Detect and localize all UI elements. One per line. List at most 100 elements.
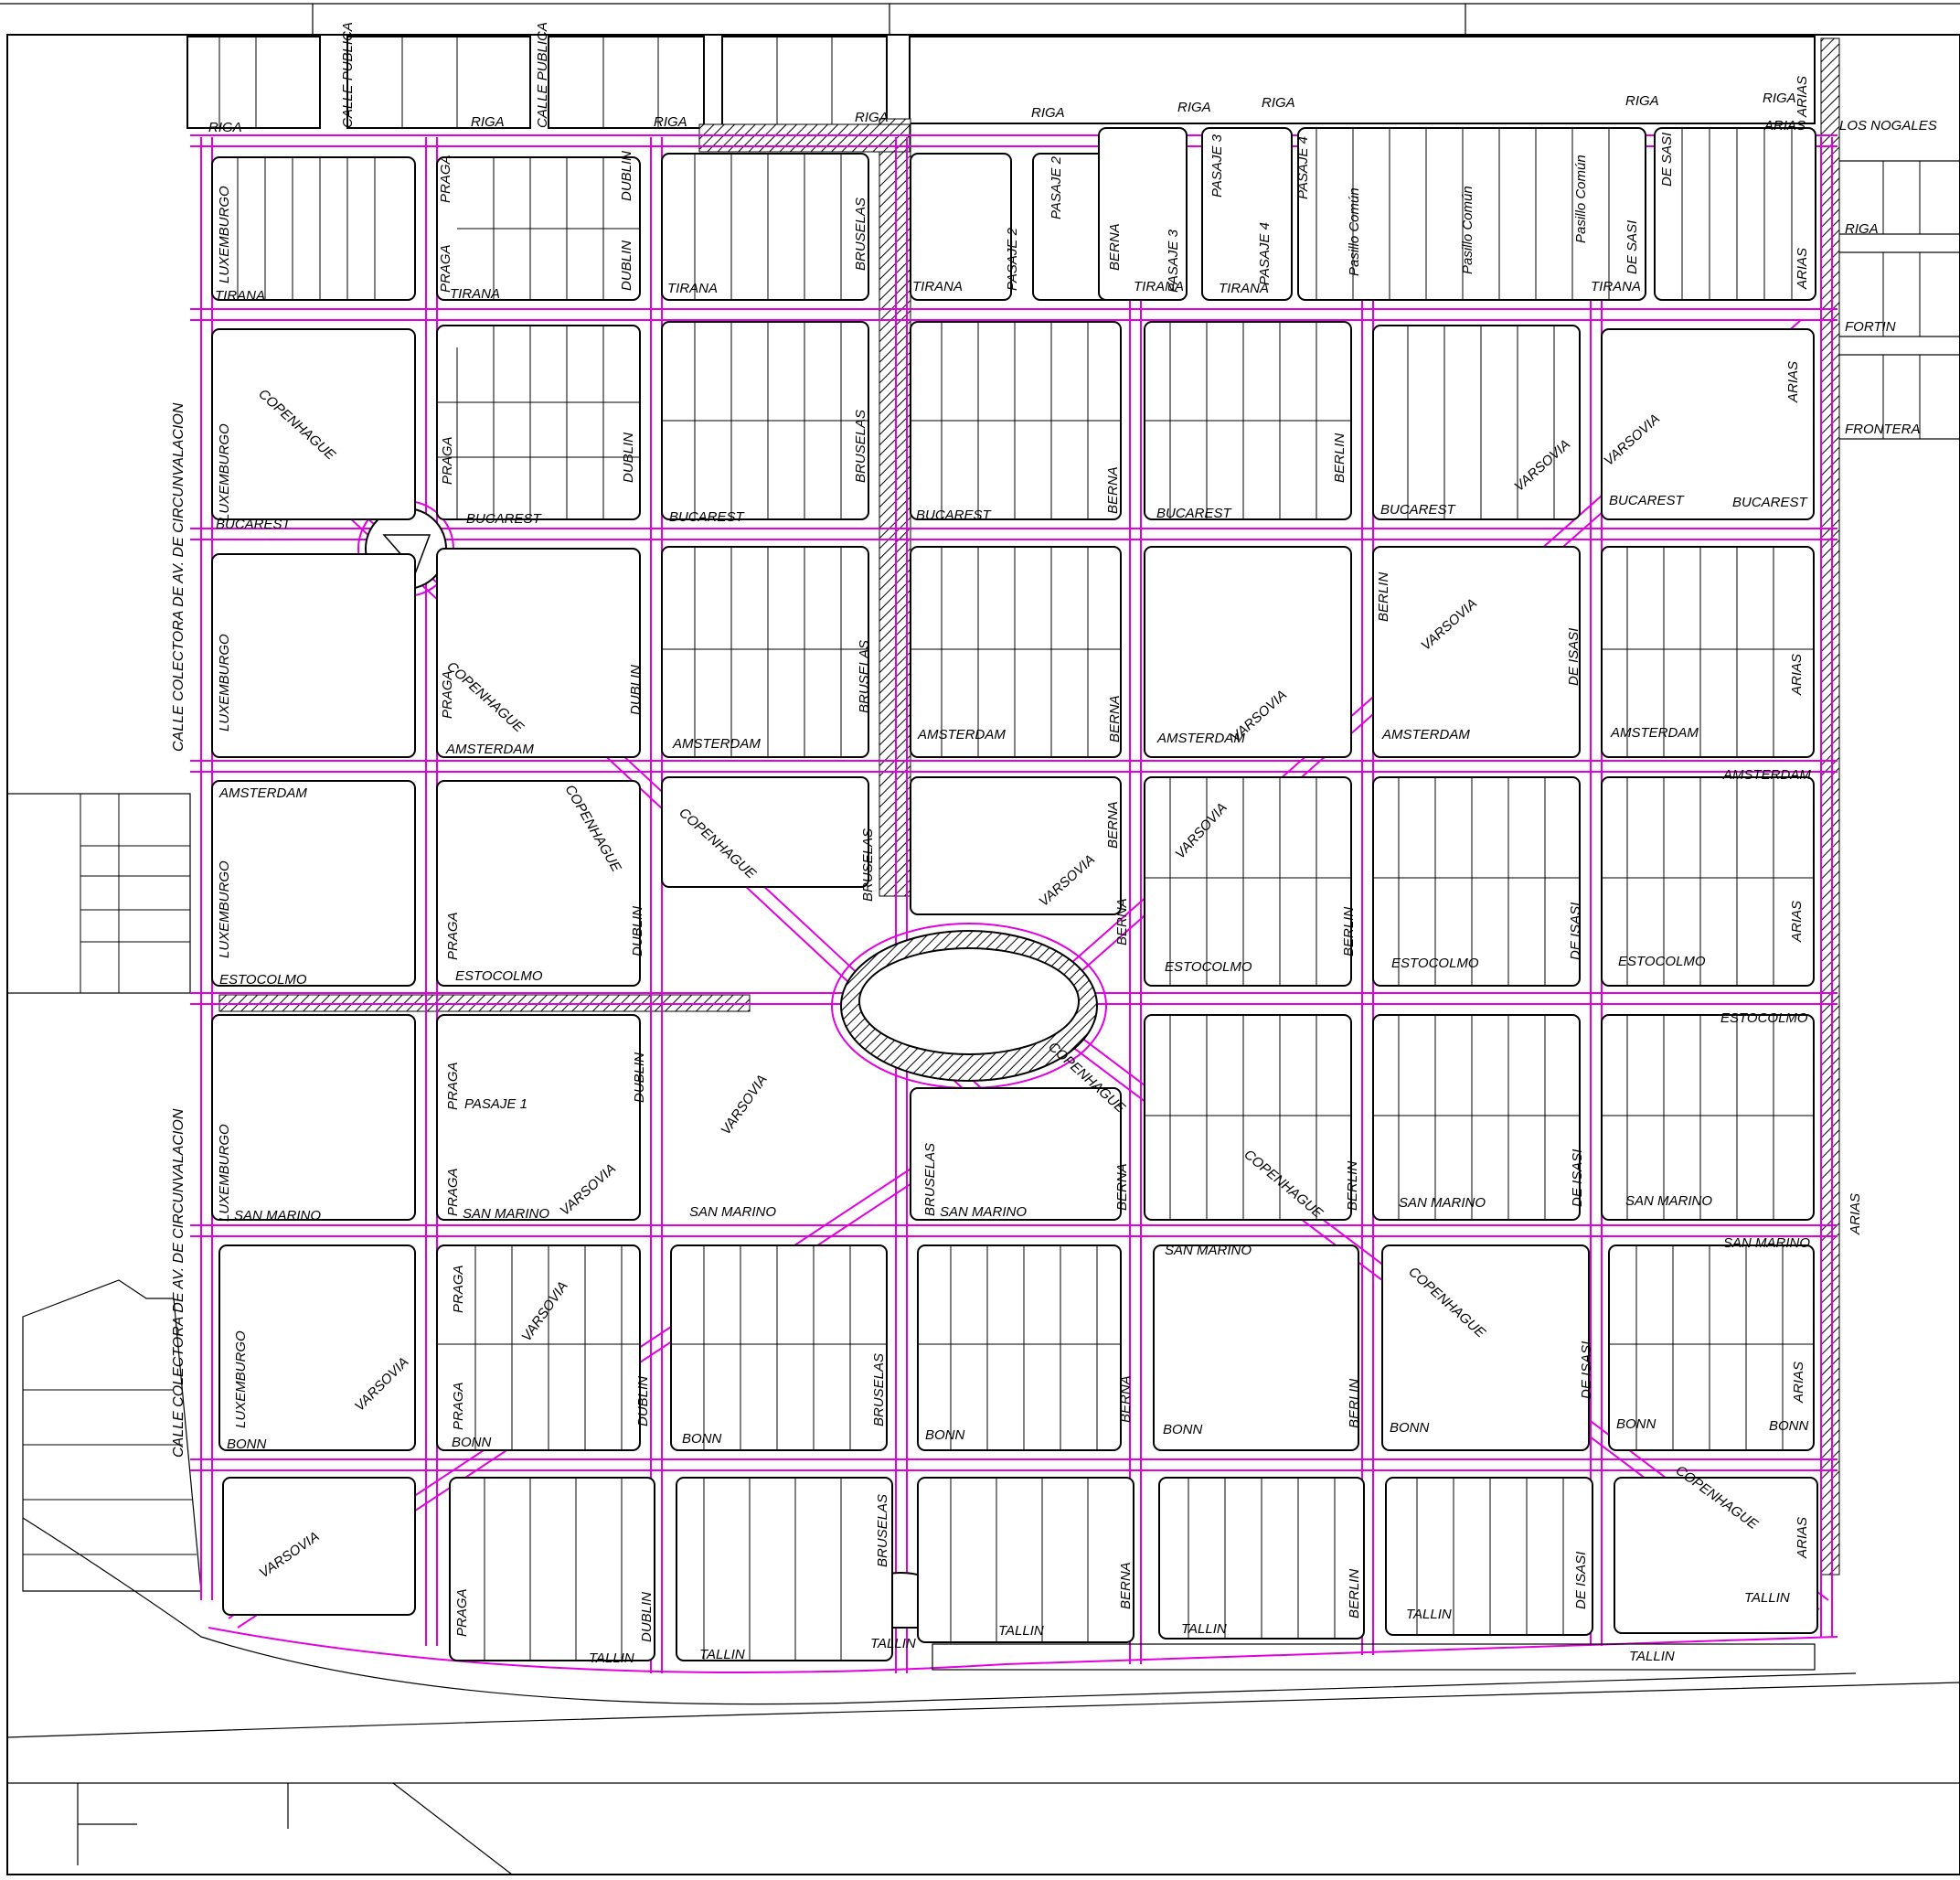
label-san-marino-2: SAN MARINO [463,1206,549,1222]
label-berlin-5: BERLIN [1347,1379,1362,1428]
label-tallin-4: TALLIN [998,1623,1044,1639]
label-san-marino-4: SAN MARINO [940,1204,1027,1220]
label-tallin-6: TALLIN [1406,1607,1452,1622]
label-luxemburgo-3: LUXEMBURGO [217,634,232,732]
label-san-marino-7: SAN MARINO [1625,1193,1712,1209]
label-bonn-6: BONN [1390,1420,1430,1436]
label-tirana-3: TIRANA [667,281,718,296]
label-bucarest-7: BUCAREST [1609,493,1686,508]
label-de-isasi-1: DE ISASI [1566,628,1582,686]
label-berlin-1: BERLIN [1332,433,1348,483]
label-tallin-5: TALLIN [1181,1621,1227,1637]
label-varsovia-7: VARSOVIA [718,1072,770,1138]
label-tirana-2: TIRANA [450,286,500,302]
label-estocolmo-5: ESTOCOLMO [1618,954,1706,969]
label-arias-1: ARIAS [1795,76,1810,118]
label-luxemburgo-1: LUXEMBURGO [217,186,232,283]
label-bucarest-2: BUCAREST [466,511,543,527]
label-dublin-3: DUBLIN [621,433,636,483]
label-calle-publica-1: CALLE PUBLICA [340,22,356,128]
label-berna-4: BERNA [1105,801,1121,849]
label-arias-6: ARIAS [1789,901,1805,943]
label-pasillo-comun-1: Pasillo Común [1347,187,1362,276]
label-amsterdam-3: AMSTERDAM [917,727,1006,742]
label-praga-1: PRAGA [438,155,453,203]
label-praga-8: PRAGA [451,1265,466,1313]
label-arias-7: ARIAS [1848,1193,1863,1235]
label-tirana-5: TIRANA [1134,279,1184,294]
label-berna-3: BERNA [1107,695,1123,742]
label-praga-5: PRAGA [445,912,461,960]
label-amsterdam-1: AMSTERDAM [445,742,534,757]
label-amsterdam-4: AMSTERDAM [1156,731,1245,746]
label-bonn-2: BONN [452,1435,492,1450]
label-bucarest-8: BUCAREST [1732,495,1809,510]
label-estocolmo-1: ESTOCOLMO [219,972,307,988]
label-riga-9: RIGA [1763,91,1796,106]
label-de-isasi-3: DE ISASI [1570,1149,1585,1207]
label-praga-2: PRAGA [438,244,453,293]
label-pasaje-4-b: PASAJE 4 [1295,136,1311,199]
label-arias-8: ARIAS [1791,1362,1806,1404]
label-berlin-6: BERLIN [1347,1569,1362,1618]
label-pasillo-comun-3: Pasillo Común [1573,155,1589,243]
label-bucarest-4: BUCAREST [916,507,993,523]
label-bruselas-4: BRUSELAS [860,828,876,902]
label-luxemburgo-5: LUXEMBURGO [217,1124,232,1222]
label-arias-5: ARIAS [1789,654,1805,696]
label-berna-8: BERNA [1118,1562,1134,1609]
label-san-marino-1: SAN MARINO [234,1208,321,1223]
label-riga-east: RIGA [1845,221,1879,237]
label-pasillo-comun-2: Pasillo Común [1460,186,1475,274]
label-berna-2: BERNA [1105,466,1121,514]
label-praga-6: PRAGA [445,1062,461,1110]
label-riga-6: RIGA [1177,100,1211,115]
label-luxemburgo-2: LUXEMBURGO [217,423,232,521]
label-pasaje-2-a: PASAJE 2 [1005,227,1020,291]
label-praga-3: PRAGA [440,436,455,485]
label-de-isasi-2: DE ISASI [1568,903,1583,960]
label-tirana-4: TIRANA [912,279,963,294]
label-tirana-6: TIRANA [1219,281,1269,296]
label-tallin-1: TALLIN [589,1650,634,1666]
label-riga-4: RIGA [855,110,889,125]
label-tallin-8: TALLIN [1629,1649,1675,1664]
label-luxemburgo-4: LUXEMBURGO [217,860,232,958]
label-calle-colectora-2: CALLE COLECTORA DE AV. DE CIRCUNVALACION [171,1108,186,1458]
label-bruselas-3: BRUSELAS [857,640,872,713]
label-riga-7: RIGA [1262,95,1295,111]
label-praga-7: PRAGA [445,1168,461,1216]
label-bucarest-3: BUCAREST [669,509,746,525]
label-tallin-7: TALLIN [1744,1590,1790,1606]
label-de-sasi-2: DE SASI [1624,220,1640,274]
label-dublin-8: DUBLIN [639,1592,655,1642]
label-dublin-1: DUBLIN [619,151,634,201]
label-berna-6: BERNA [1114,1163,1130,1211]
label-estocolmo-3: ESTOCOLMO [1165,959,1252,975]
label-amsterdam-7: AMSTERDAM [218,785,307,801]
label-san-marino-5: SAN MARINO [1165,1243,1252,1258]
label-bruselas-1: BRUSELAS [853,198,868,271]
label-berlin-3: BERLIN [1341,907,1357,956]
label-riga-8: RIGA [1625,93,1659,109]
city-blocks [211,127,1818,1661]
label-tirana-7: TIRANA [1591,279,1641,294]
label-pasaje-3-a: PASAJE 3 [1166,229,1181,293]
label-amsterdam-5: AMSTERDAM [1381,727,1470,742]
north-blocks [186,36,1816,129]
label-riga-1: RIGA [208,120,242,135]
label-de-isasi-5: DE ISASI [1573,1552,1589,1609]
label-bruselas-7: BRUSELAS [875,1494,890,1567]
label-calle-publica-2: CALLE PUBLICA [535,22,550,128]
label-tallin-2: TALLIN [699,1647,745,1662]
label-bonn-3: BONN [682,1431,722,1447]
label-pasaje-4-a: PASAJE 4 [1257,222,1273,285]
label-riga-2: RIGA [471,114,505,130]
outside-lots-right [1837,160,1960,440]
label-pasaje-1: PASAJE 1 [464,1096,527,1112]
label-estocolmo-4: ESTOCOLMO [1391,956,1479,971]
label-bonn-5: BONN [1163,1422,1203,1437]
label-berlin-2: BERLIN [1376,572,1391,622]
label-berna-5: BERNA [1114,898,1130,945]
